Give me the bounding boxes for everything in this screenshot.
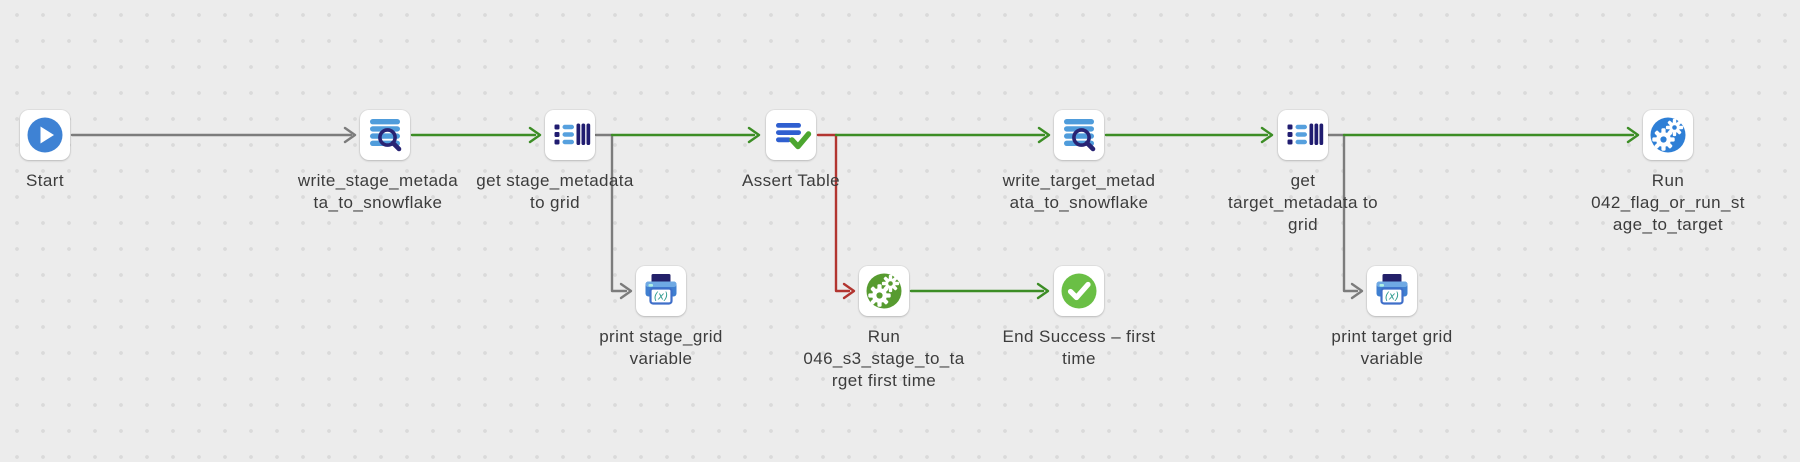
check-circle-icon [1061,273,1097,309]
node-label-run-046: Run 046_s3_stage_to_ta rget first time [803,327,965,390]
grid-list-icon [554,123,591,145]
arrowhead-icon [1037,126,1051,144]
node-label-start: Start [26,171,64,190]
database-search-icon [370,119,402,152]
node-run-042[interactable] [1643,110,1693,160]
edge-get-stage-to-assert[interactable] [610,126,761,144]
printer-variable-icon: (x) [645,274,677,305]
gears-icon [1650,117,1686,153]
svg-text:(x): (x) [1385,291,1399,303]
node-label-write-target-metadata: write_target_metad ata_to_snowflake [1002,171,1156,212]
arrowhead-icon [1036,282,1050,300]
node-label-get-target-metadata: get target_metadata to grid [1228,171,1378,234]
node-label-write-stage-metadata: write_stage_metada ta_to_snowflake [297,171,459,212]
node-write-target-metadata[interactable] [1054,110,1104,160]
node-get-stage-metadata[interactable] [545,110,595,160]
node-run-046[interactable] [859,266,909,316]
arrowhead-icon [842,282,856,300]
arrowhead-icon [1626,126,1640,144]
arrowhead-icon [1260,126,1274,144]
edge-get-target-to-run-042[interactable] [1342,126,1640,144]
arrowhead-icon [343,126,357,144]
node-label-print-stage-grid: print stage_grid variable [599,327,723,368]
node-end-success[interactable] [1054,266,1104,316]
node-label-assert-table: Assert Table [741,171,841,190]
printer-variable-icon: (x) [1376,274,1408,305]
svg-text:(x): (x) [654,291,668,303]
node-get-target-metadata[interactable] [1278,110,1328,160]
edge-get-target-to-print-target[interactable] [1327,133,1364,300]
arrowhead-icon [747,126,761,144]
arrowhead-icon [1350,282,1364,300]
play-icon [27,117,63,153]
node-assert-table[interactable] [766,110,816,160]
node-write-stage-metadata[interactable] [360,110,410,160]
grid-list-icon [1287,123,1324,145]
node-print-target-grid[interactable]: (x) [1367,266,1417,316]
database-search-icon [1064,119,1096,152]
edge-write-stage-to-get-stage[interactable] [410,126,542,144]
edge-assert-to-write-target[interactable] [834,126,1051,144]
node-label-print-target-grid: print target grid variable [1331,327,1453,368]
gears-icon [866,273,902,309]
node-print-stage-grid[interactable]: (x) [636,266,686,316]
arrowhead-icon [619,282,633,300]
node-start[interactable] [20,110,70,160]
edge-start-to-write-stage[interactable] [70,126,357,144]
node-label-end-success: End Success – first time [1002,327,1156,368]
edge-assert-to-run-046[interactable] [816,133,856,300]
assert-check-icon [776,123,812,150]
node-label-get-stage-metadata: get stage_metadata to grid [476,171,634,212]
edge-get-stage-to-print-stage[interactable] [594,133,633,300]
edge-write-target-to-get-target[interactable] [1104,126,1274,144]
node-label-run-042: Run 042_flag_or_run_st age_to_target [1591,171,1745,234]
edge-run-046-to-end-success[interactable] [909,282,1050,300]
arrowhead-icon [528,126,542,144]
